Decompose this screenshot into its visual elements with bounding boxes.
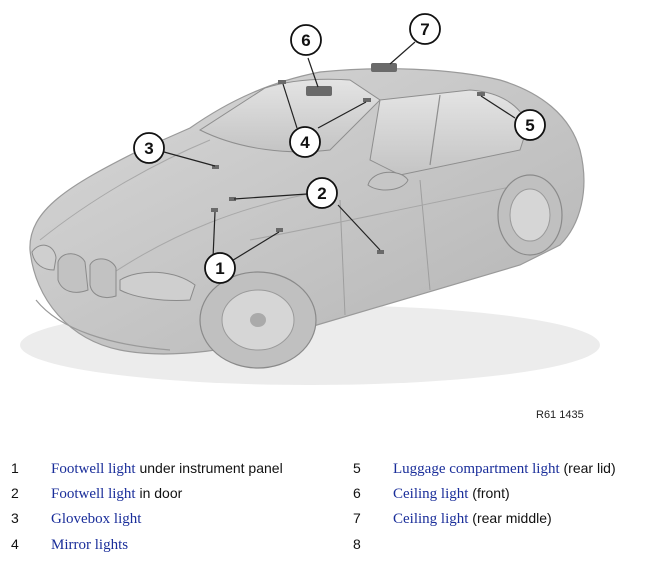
- callout-3: 3: [133, 132, 165, 164]
- windshield: [198, 78, 381, 153]
- legend-description: (rear middle): [468, 510, 552, 526]
- svg-text:4: 4: [300, 133, 310, 152]
- legend-link[interactable]: Ceiling light: [393, 511, 469, 527]
- legend-number: 7: [353, 510, 361, 526]
- svg-text:3: 3: [144, 139, 153, 158]
- legend-item-6: 6 Ceiling light (front): [353, 485, 510, 507]
- legend-link[interactable]: Luggage compartment light: [393, 461, 560, 477]
- legend-item-2: 2 Footwell light in door: [11, 485, 182, 507]
- legend-item-5: 5 Luggage compartment light (rear lid): [353, 460, 616, 482]
- car-illustration: 1 2 3 4 5 6 7: [20, 13, 600, 385]
- legend-description: under instrument panel: [135, 460, 283, 476]
- rear-wheel: [497, 174, 563, 256]
- svg-text:5: 5: [525, 116, 534, 135]
- legend-number: 2: [11, 485, 19, 501]
- side-windows: [369, 89, 529, 176]
- legend-link[interactable]: Mirror lights: [51, 537, 129, 553]
- figure-id-label: R61 1435: [536, 409, 584, 421]
- legend-link[interactable]: Glovebox light: [51, 511, 142, 527]
- legend-number: 6: [353, 485, 361, 501]
- car-lighting-diagram: 1 2 3 4 5 6 7 R61 1435: [20, 13, 600, 421]
- legend-item-7: 7 Ceiling light (rear middle): [353, 510, 552, 532]
- side-mirror: [367, 171, 409, 191]
- legend-link[interactable]: Footwell light: [51, 461, 136, 477]
- legend-link[interactable]: Footwell light: [51, 486, 136, 502]
- legend: 1 Footwell light under instrument panel …: [0, 458, 659, 564]
- legend-link[interactable]: Ceiling light: [393, 486, 469, 502]
- callout-1: 1: [204, 252, 236, 284]
- legend-number: 5: [353, 460, 361, 476]
- legend-item-1: 1 Footwell light under instrument panel: [11, 460, 283, 482]
- light-markers: [211, 63, 485, 254]
- legend-item-4: 4 Mirror lights: [11, 536, 128, 558]
- callout-2: 2: [306, 177, 338, 209]
- legend-item-3: 3 Glovebox light: [11, 510, 141, 532]
- legend-number: 8: [353, 536, 361, 552]
- callout-7: 7: [409, 13, 441, 45]
- svg-text:2: 2: [317, 184, 326, 203]
- legend-description: (front): [468, 485, 510, 501]
- callout-6: 6: [290, 24, 322, 56]
- svg-text:6: 6: [301, 31, 310, 50]
- callout-5: 5: [514, 109, 546, 141]
- legend-number: 1: [11, 460, 19, 476]
- legend-number: 4: [11, 536, 19, 552]
- leader-lines: [163, 41, 516, 263]
- svg-text:1: 1: [215, 259, 224, 278]
- callout-4: 4: [289, 126, 321, 158]
- legend-item-8: 8: [353, 536, 393, 558]
- kidney-grille: [57, 253, 117, 299]
- svg-text:7: 7: [420, 20, 429, 39]
- legend-description: in door: [135, 485, 183, 501]
- front-wheel: [199, 271, 317, 369]
- legend-description: (rear lid): [559, 460, 616, 476]
- legend-number: 3: [11, 510, 19, 526]
